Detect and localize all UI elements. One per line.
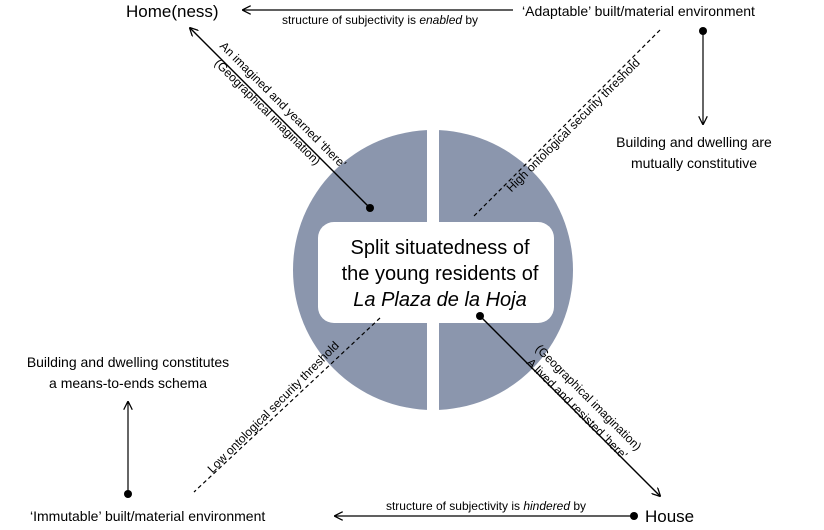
- top-arrow-suffix: by: [462, 13, 478, 27]
- meansends-line-2: a means-to-ends schema: [49, 375, 207, 391]
- diagonal-arrow-lower-right: [479, 315, 660, 496]
- connector-circle-to-house: (Geographical imagination) A lived and r…: [476, 312, 660, 496]
- diagonal-start-dot-lower-right: [476, 312, 484, 320]
- center-label-box: [318, 222, 554, 323]
- top-arrow-label: structure of subjectivity is enabled by: [282, 13, 478, 27]
- center-label-line-2: the young residents of: [342, 263, 539, 285]
- right-relation: Building and dwelling are mutually const…: [616, 27, 772, 171]
- high-threshold-label: High ontological security threshold: [504, 56, 643, 195]
- center-label-line-1: Split situatedness of: [351, 237, 530, 259]
- bottom-arrow-prefix: structure of subjectivity is: [386, 499, 523, 513]
- center-label: Split situatedness of the young resident…: [342, 237, 539, 311]
- top-arrow-prefix: structure of subjectivity is: [282, 13, 419, 27]
- lived-here-subtitle: (Geographical imagination): [533, 342, 645, 454]
- bottom-arrow-start-dot: [630, 512, 638, 520]
- dashed-threshold-lower: [193, 317, 381, 493]
- left-relation: Building and dwelling constitutes a mean…: [27, 354, 229, 498]
- lived-here-label: A lived and resisted ‘here’: [524, 356, 631, 463]
- center-label-line-3: La Plaza de la Hoja: [353, 289, 526, 311]
- adaptable-environment-node: ‘Adaptable’ built/material environment: [522, 3, 755, 19]
- bottom-arrow-suffix: by: [570, 499, 586, 513]
- connector-circle-to-homeness: An imagined and yearned ‘there’ (Geograp…: [190, 28, 374, 212]
- immutable-environment-node: ‘Immutable’ built/material environment: [30, 508, 265, 524]
- top-relation: Home(ness) structure of subjectivity is …: [126, 2, 755, 27]
- bottom-relation: ‘Immutable’ built/material environment s…: [30, 499, 694, 526]
- meansends-line-1: Building and dwelling constitutes: [27, 354, 229, 370]
- dashed-threshold-upper: [471, 29, 661, 219]
- top-arrow-emphasis: enabled: [419, 13, 462, 27]
- diagonal-arrow-upper-left: [190, 28, 371, 209]
- diagonal-start-dot-upper-left: [366, 204, 374, 212]
- imagined-there-subtitle: (Geographical imagination): [212, 56, 324, 168]
- house-node: House: [645, 507, 694, 526]
- mutual-line-2: mutually constitutive: [631, 155, 757, 171]
- bottom-arrow-label: structure of subjectivity is hindered by: [386, 499, 586, 513]
- imagined-there-label: An imagined and yearned ‘there’: [217, 39, 349, 171]
- mutual-line-1: Building and dwelling are: [616, 134, 772, 150]
- bottom-arrow-emphasis: hindered: [523, 499, 570, 513]
- central-circle: [293, 128, 573, 412]
- homeness-node: Home(ness): [126, 2, 219, 21]
